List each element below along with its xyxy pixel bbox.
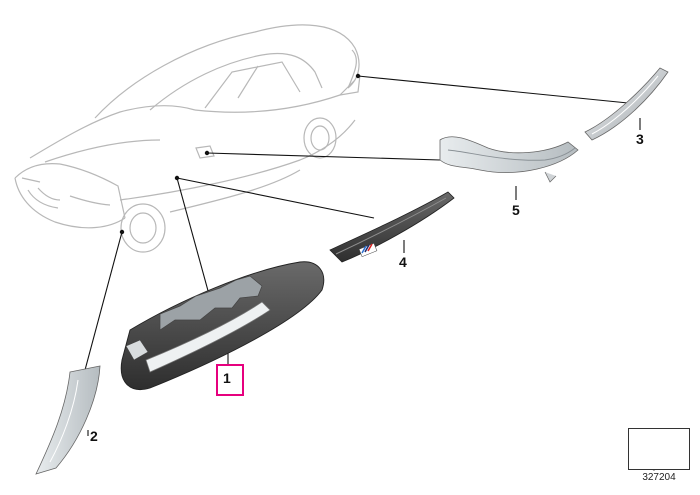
- part-5-light-guide: [439, 136, 579, 183]
- reference-number: 327204: [642, 472, 676, 483]
- part-1-door-sill-light: [120, 261, 325, 390]
- leader-dots: [119, 73, 361, 235]
- leader-lines: [84, 75, 641, 436]
- part-3-strip: [584, 67, 669, 141]
- callout-4[interactable]: 4: [399, 254, 407, 270]
- part-4-sill-trim: [329, 191, 455, 263]
- highlight-box-callout-1: [216, 364, 244, 396]
- part-2-trim: [35, 365, 101, 475]
- car-outline: [14, 24, 361, 253]
- reference-box: [628, 428, 690, 470]
- callout-1[interactable]: 1: [223, 370, 231, 386]
- callout-2[interactable]: 2: [90, 428, 98, 444]
- callout-5[interactable]: 5: [512, 202, 520, 218]
- callout-3[interactable]: 3: [636, 131, 644, 147]
